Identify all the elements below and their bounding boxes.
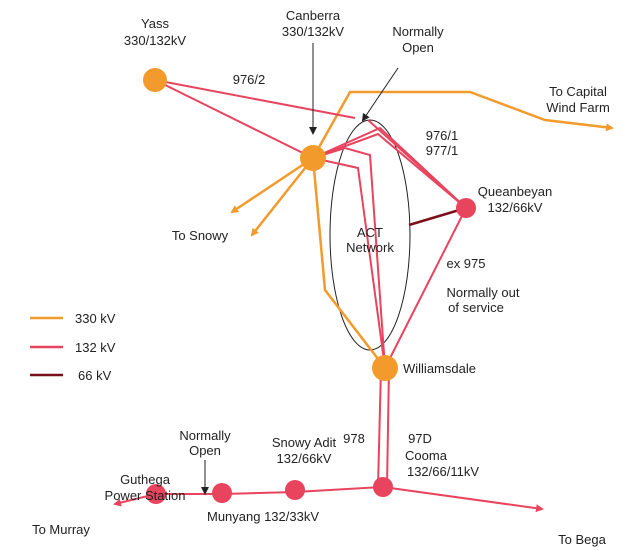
cooma-rating: 132/66/11kV <box>407 464 479 479</box>
legend: 330 kV 132 kV 66 kV <box>30 311 116 383</box>
snowy-adit-rating: 132/66kV <box>277 451 332 466</box>
yass-rating: 330/132kV <box>124 33 186 48</box>
line-976-2-yass-canberra <box>154 79 314 159</box>
snowy-adit-name: Snowy Adit <box>272 435 337 450</box>
canberra-node <box>300 145 326 171</box>
line-label-978: 978 <box>343 431 365 446</box>
normally-open-top-line2: Open <box>402 40 434 55</box>
normally-open-top-line1: Normally <box>392 24 444 39</box>
normally-open-bottom-line2: Open <box>189 443 221 458</box>
yass-node <box>143 68 167 92</box>
yass-name: Yass <box>141 16 169 31</box>
line-label-976-1: 976/1 <box>426 128 459 143</box>
queanbeyan-rating: 132/66kV <box>488 200 543 215</box>
to-bega-label: To Bega <box>558 532 606 547</box>
act-network-line2: Network <box>346 240 394 255</box>
canberra-rating: 330/132kV <box>282 24 344 39</box>
legend-label-66kv: 66 kV <box>78 368 112 383</box>
queanbeyan-node <box>456 198 476 218</box>
guthega-name: Guthega <box>120 472 171 487</box>
capital-wind-farm-line1: To Capital <box>549 84 607 99</box>
guthega-name-line2: Power Station <box>105 488 186 503</box>
lines-330kv <box>230 90 614 369</box>
line-canberra-williamsdale-132-a <box>312 157 386 369</box>
legend-label-330kv: 330 kV <box>75 311 116 326</box>
normally-out-line1: Normally out <box>447 285 520 300</box>
line-976-1-a <box>312 126 467 209</box>
line-canberra-williamsdale-132-b <box>312 146 386 369</box>
canberra-name: Canberra <box>286 8 341 23</box>
cooma-name: Cooma <box>405 448 448 463</box>
line-ex975-queanbeyan-williamsdale <box>384 207 467 369</box>
cooma-node <box>373 477 393 497</box>
to-snowy-label: To Snowy <box>172 228 229 243</box>
line-label-97d: 97D <box>408 431 432 446</box>
lines-132kv <box>113 79 544 513</box>
line-canberra-williamsdale-330 <box>311 157 386 369</box>
line-canberra-to-snowy-2 <box>250 157 314 237</box>
snowy-adit-node <box>285 480 305 500</box>
normally-open-top-arrow <box>361 67 399 122</box>
line-976-1-b <box>312 132 467 209</box>
legend-label-132kv: 132 kV <box>75 340 116 355</box>
line-97d <box>386 367 390 488</box>
normally-open-bottom-line1: Normally <box>179 428 231 443</box>
to-murray-label: To Murray <box>32 522 90 537</box>
line-canberra-to-snowy-1 <box>230 156 314 214</box>
munyang-name: Munyang 132/33kV <box>207 509 319 524</box>
line-label-976-2: 976/2 <box>233 72 266 87</box>
act-network-line1: ACT <box>357 225 383 240</box>
normally-out-line2: of service <box>448 300 504 315</box>
line-978 <box>377 367 382 488</box>
munyang-node <box>212 483 232 503</box>
queanbeyan-name: Queanbeyan <box>478 184 552 199</box>
line-label-977-1: 977/1 <box>426 143 459 158</box>
line-to-bega <box>382 486 544 513</box>
capital-wind-farm-line2: Wind Farm <box>546 100 610 115</box>
line-yass-normally-open <box>154 79 356 119</box>
guthega-node <box>146 484 166 504</box>
line-label-ex975: ex 975 <box>446 256 485 271</box>
williamsdale-name: Williamsdale <box>403 361 476 376</box>
williamsdale-node <box>372 355 398 381</box>
